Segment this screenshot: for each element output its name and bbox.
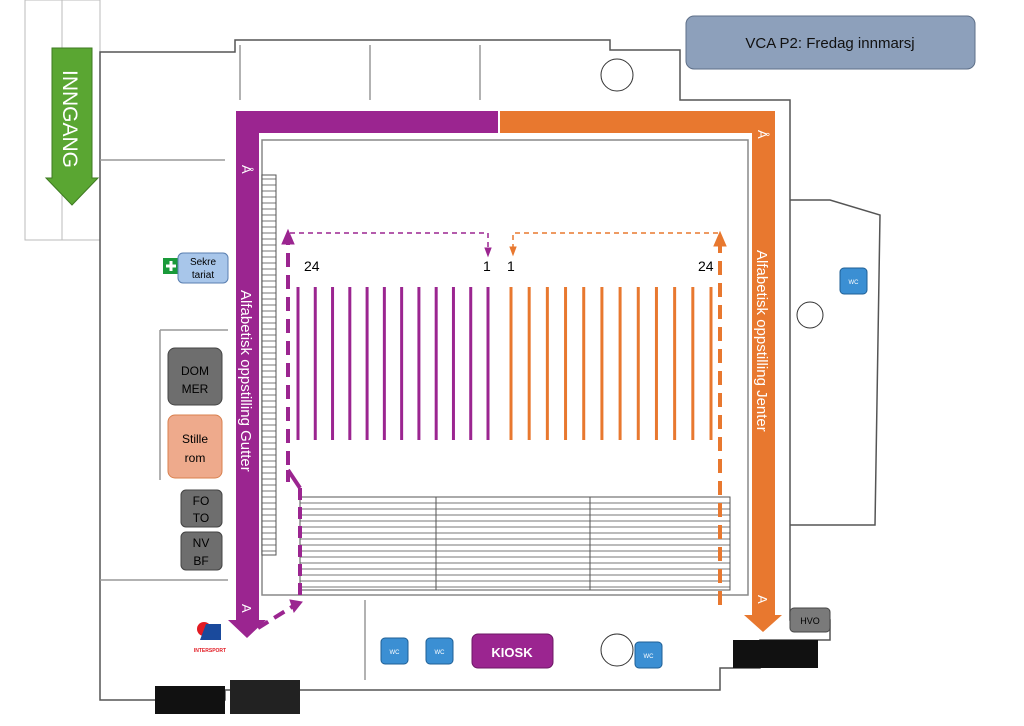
boys-first-number: 1 [483, 258, 491, 274]
room-stillerom: Stille rom [167, 414, 223, 479]
girls-last-number: 24 [698, 258, 714, 274]
girls-start-letter: A [755, 595, 770, 604]
wc-label: WC [849, 280, 860, 286]
boys-start-letter: A [239, 604, 254, 613]
svg-text:KIOSK: KIOSK [491, 645, 533, 660]
room-kiosk: KIOSK [471, 633, 554, 669]
girls-lane-label: Alfabetisk oppstilling Jenter [753, 250, 770, 432]
wc-label: WC [644, 654, 655, 660]
room-hvo: HVO [789, 607, 831, 633]
svg-text:HVO: HVO [800, 616, 820, 626]
spiral-stair-icon [600, 58, 824, 667]
boys-route [256, 228, 492, 630]
page-title: VCA P2: Fredag innmarsj [745, 35, 914, 52]
boys-lines [296, 287, 490, 440]
svg-text:FO: FO [193, 494, 210, 508]
girls-lane: Alfabetisk oppstilling Jenter A Å [500, 111, 782, 632]
room-nvbf: NV BF [180, 531, 223, 571]
svg-text:INTERSPORT: INTERSPORT [194, 648, 226, 654]
room-sekretariat: Sekre tariat [177, 252, 229, 284]
svg-text:MER: MER [182, 382, 209, 396]
svg-text:BF: BF [193, 554, 208, 568]
wc-room: WC [425, 637, 454, 665]
girls-first-number: 1 [507, 258, 515, 274]
wc-room: WC [380, 637, 409, 665]
wc-room: WC [634, 641, 663, 669]
girls-lines [509, 287, 713, 440]
svg-text:tariat: tariat [192, 270, 214, 281]
svg-text:DOM: DOM [181, 364, 209, 378]
boys-last-number: 24 [304, 258, 320, 274]
boys-lane-label: Alfabetisk oppstilling Gutter [237, 290, 254, 472]
first-aid-icon [163, 258, 179, 274]
svg-text:TO: TO [193, 511, 209, 525]
svg-text:Sekre: Sekre [190, 257, 217, 268]
bleachers [261, 174, 731, 591]
intersport-logo: INTERSPORT [194, 622, 226, 654]
entrance-arrow: INNGANG [44, 47, 100, 206]
exit-doors [155, 640, 818, 714]
wc-rooms: WC WC WC WC [380, 267, 868, 669]
room-dommer: DOM MER [167, 347, 223, 406]
svg-text:rom: rom [185, 451, 206, 465]
boys-lane: Alfabetisk oppstilling Gutter A Å [228, 111, 498, 638]
girls-end-letter: Å [755, 130, 770, 139]
room-foto: FO TO [180, 489, 223, 528]
wc-label: WC [390, 650, 401, 656]
svg-text:NV: NV [193, 536, 210, 550]
boys-end-letter: Å [239, 165, 254, 174]
wc-label: WC [435, 650, 446, 656]
wc-room: WC [839, 267, 868, 295]
title-box: VCA P2: Fredag innmarsj [685, 15, 976, 70]
svg-text:Stille: Stille [182, 432, 208, 446]
entrance-label: INNGANG [58, 70, 81, 168]
girls-route [509, 230, 727, 605]
